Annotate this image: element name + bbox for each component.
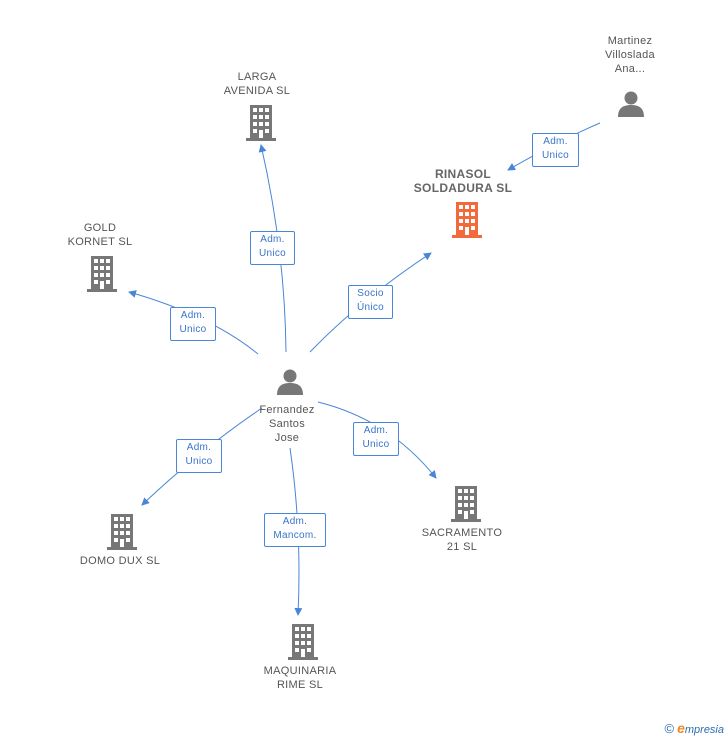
edge-label-fernandez-domo[interactable]: Adm. Unico <box>176 439 222 473</box>
node-label-sacramento[interactable]: SACRAMENTO 21 SL <box>421 527 503 553</box>
edge-label-martinez-rinasol[interactable]: Adm. Unico <box>532 133 579 167</box>
building-icon[interactable] <box>86 256 118 292</box>
building-icon[interactable] <box>245 105 277 141</box>
node-label-martinez[interactable]: Martinez Villoslada Ana... <box>605 35 655 75</box>
node-label-larga[interactable]: LARGA AVENIDA SL <box>223 71 291 97</box>
building-icon[interactable] <box>450 486 482 522</box>
edge-label-fernandez-maquinaria[interactable]: Adm. Mancom. <box>264 513 326 547</box>
node-label-rinasol[interactable]: RINASOL SOLDADURA SL <box>413 167 513 195</box>
building-icon[interactable] <box>287 624 319 660</box>
copyright-symbol: © <box>664 720 675 736</box>
person-icon[interactable] <box>617 89 645 117</box>
node-label-gold[interactable]: GOLD KORNET SL <box>67 222 133 248</box>
edges <box>128 122 601 616</box>
node-label-maquinaria[interactable]: MAQUINARIA RIME SL <box>263 665 337 691</box>
building-icon[interactable] <box>106 514 138 550</box>
edge-label-fernandez-larga[interactable]: Adm. Unico <box>250 231 295 265</box>
edge-label-fernandez-gold[interactable]: Adm. Unico <box>170 307 216 341</box>
footer-brand: © empresia <box>664 720 724 736</box>
node-label-domo[interactable]: DOMO DUX SL <box>79 555 161 567</box>
person-icon[interactable] <box>276 367 304 395</box>
brand-logo[interactable]: empresia <box>677 720 724 736</box>
node-label-fernandez[interactable]: Fernandez Santos Jose <box>259 404 315 444</box>
edge-label-fernandez-rinasol[interactable]: Socio Único <box>348 285 393 319</box>
building-icon[interactable] <box>451 202 483 238</box>
edge-label-fernandez-sacramento[interactable]: Adm. Unico <box>353 422 399 456</box>
